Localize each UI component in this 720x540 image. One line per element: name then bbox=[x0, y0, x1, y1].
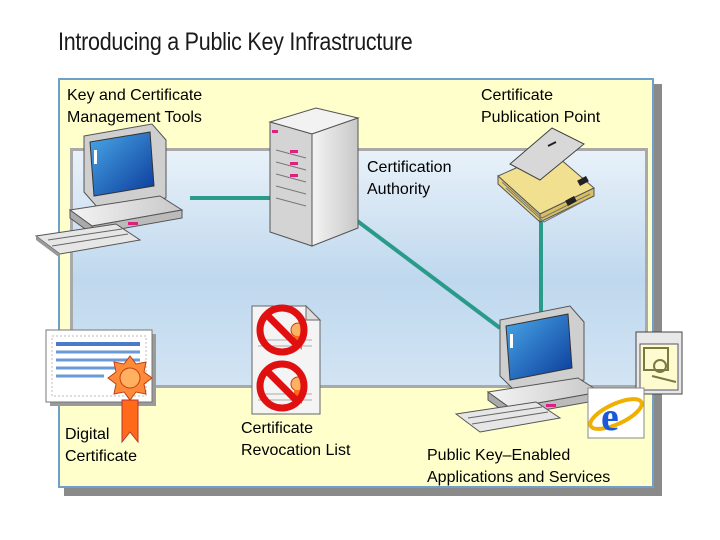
label-publication-point: Certificate Publication Point bbox=[481, 87, 601, 126]
label-public-key-apps: Public Key–Enabled Applications and Serv… bbox=[427, 447, 611, 486]
label-digital-certificate: Digital Certificate bbox=[65, 426, 138, 465]
label-revocation-list: Certificate Revocation List bbox=[241, 420, 351, 459]
workstation-icon bbox=[34, 123, 184, 258]
svg-text:e: e bbox=[601, 394, 619, 439]
prohibition-icon bbox=[256, 304, 308, 412]
revoked-certificate-icon bbox=[251, 304, 322, 415]
open-book-icon bbox=[497, 127, 595, 224]
slide-title: Introducing a Public Key Infrastructure bbox=[58, 28, 413, 56]
label-certification-authority: Certification Authority bbox=[367, 159, 452, 198]
award-ribbon-icon bbox=[107, 355, 153, 444]
connector-ca-to-apps bbox=[354, 218, 502, 330]
server-tower-icon bbox=[268, 107, 360, 247]
workstation-icon bbox=[454, 305, 602, 433]
label-management-tools: Key and Certificate Management Tools bbox=[67, 87, 203, 126]
mail-window-icon bbox=[635, 331, 683, 395]
network-connectors bbox=[190, 196, 543, 330]
internet-explorer-icon: e bbox=[587, 387, 645, 439]
